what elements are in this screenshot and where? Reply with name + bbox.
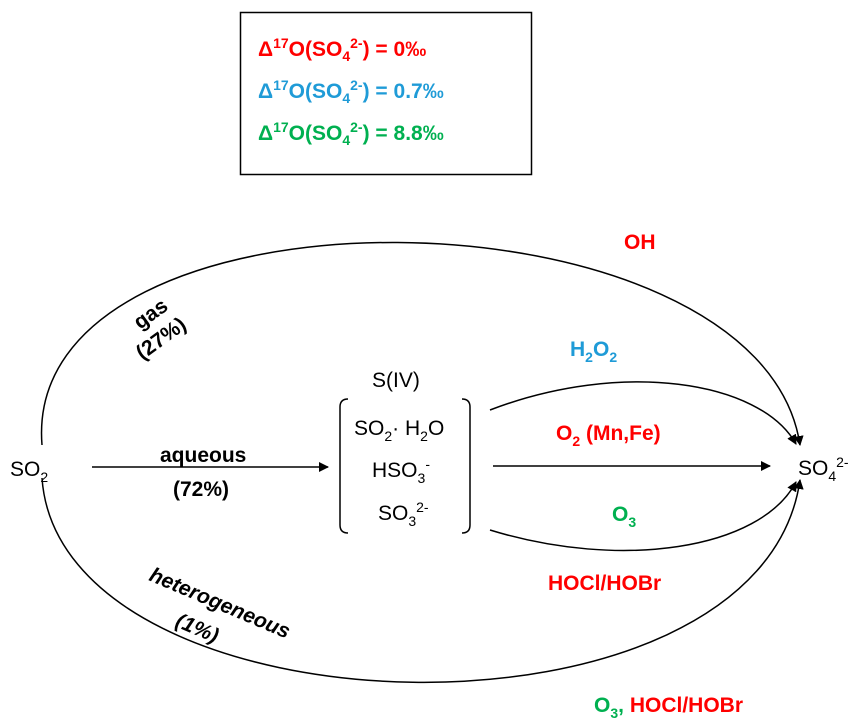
so4-sup: 2- — [836, 454, 849, 470]
legend-delta: Δ — [258, 80, 273, 103]
so4-base: SO — [798, 457, 828, 480]
legend-mass: 17 — [273, 119, 289, 135]
legend-sup: 2- — [350, 35, 363, 51]
legend-delta: Δ — [258, 122, 273, 145]
siv-left-bracket — [339, 398, 349, 534]
oxidant-o2-mn-fe: O2 (Mn,Fe) — [556, 422, 661, 449]
heterogeneous-route-pct: (1%) — [172, 609, 222, 647]
legend-sub: 4 — [342, 90, 350, 106]
legend-entry-0: Δ17O(SO42-) = 0‰ — [258, 35, 426, 64]
legend-o: O(SO — [289, 38, 343, 61]
legend-tail: ) = 0‰ — [363, 38, 427, 61]
legend-tail: ) = 0.7‰ — [363, 80, 444, 103]
legend-entry-0-text: Δ17O(SO42-) = 0‰ — [258, 35, 426, 64]
legend-tail: ) = 8.8‰ — [363, 122, 444, 145]
legend-sup: 2- — [350, 119, 363, 135]
siv-species-so2h2o: SO2· H2O — [354, 417, 444, 444]
so2-base: SO — [10, 458, 40, 481]
legend-o: O(SO — [289, 80, 343, 103]
legend-delta: Δ — [258, 38, 273, 61]
legend-entry-2-text: Δ17O(SO42-) = 8.8‰ — [258, 119, 444, 148]
siv-right-bracket — [461, 398, 471, 534]
siv-title: S(IV) — [372, 369, 420, 392]
legend-mass: 17 — [273, 35, 289, 51]
legend-entry-2: Δ17O(SO42-) = 8.8‰ — [258, 119, 444, 148]
siv-species-so3: SO32- — [378, 499, 429, 529]
legend-entry-1-text: Δ17O(SO42-) = 0.7‰ — [258, 77, 444, 106]
legend-sub: 4 — [342, 132, 350, 148]
oxidant-h2o2: H2O2 — [570, 338, 617, 365]
siv-species-hso3: HSO3- — [372, 456, 430, 486]
heterogeneous-route-label: heterogeneous (1%) — [146, 563, 294, 647]
oxidant-het-o3-hocl-hobr: O3, HOCl/HOBr — [594, 694, 743, 721]
oxidant-oh: OH — [624, 231, 656, 254]
legend-mass: 17 — [273, 77, 289, 93]
h2o2-pathway-arc — [489, 381, 797, 445]
so4-sub: 4 — [828, 468, 836, 484]
legend-box — [239, 11, 533, 176]
so2-node: SO2 — [10, 458, 48, 485]
o3-pathway-arc — [489, 481, 797, 552]
legend-sup: 2- — [350, 77, 363, 93]
so2-sub: 2 — [40, 469, 48, 485]
aqueous-route-pct: (72%) — [173, 478, 229, 501]
gas-route-label: gas (27%) — [129, 294, 190, 364]
oxidant-hocl-hobr: HOCl/HOBr — [548, 572, 661, 595]
legend-sub: 4 — [342, 48, 350, 64]
legend-o: O(SO — [289, 122, 343, 145]
gas-pathway-arc — [41, 241, 804, 446]
oxidant-o3: O3 — [612, 503, 636, 530]
heterogeneous-pathway-arc — [41, 477, 804, 683]
so4-node: SO42- — [798, 454, 849, 484]
legend-entry-1: Δ17O(SO42-) = 0.7‰ — [258, 77, 444, 106]
aqueous-route-name: aqueous — [160, 444, 246, 467]
